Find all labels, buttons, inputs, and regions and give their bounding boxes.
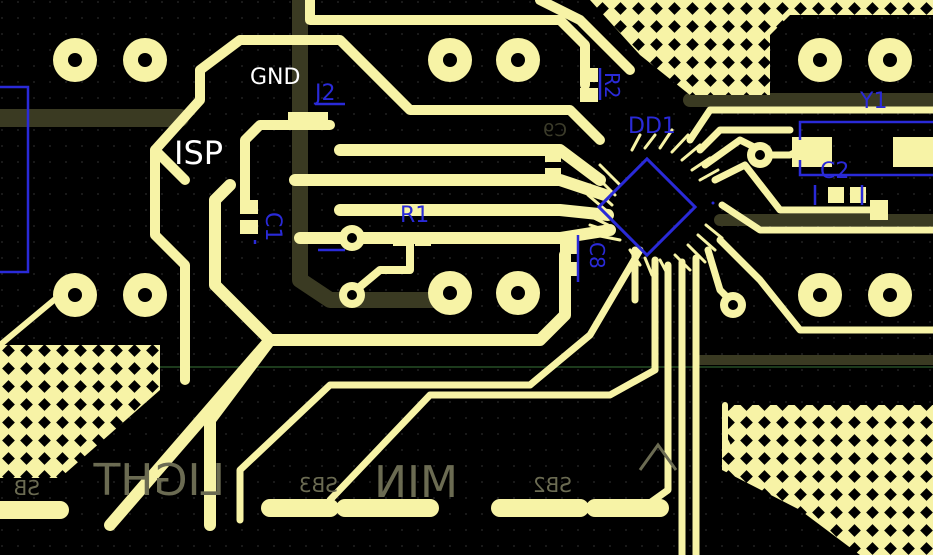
bottom-button-pads	[0, 499, 669, 519]
label-c8: C8	[585, 242, 609, 269]
label-y1: Y1	[859, 89, 887, 114]
label-r2: R2	[600, 72, 624, 99]
ic-pins	[586, 128, 724, 277]
silkscreen-outlines	[0, 68, 933, 282]
label-gnd: GND	[250, 65, 300, 90]
label-dd1: DD1	[628, 114, 676, 139]
label-light: LIGHT	[93, 455, 225, 506]
smd-pads	[240, 68, 933, 276]
label-r1: R1	[400, 203, 429, 228]
bottom-silkscreen: SB LIGHT SB3 MIN SB2	[14, 442, 678, 508]
label-c2: C2	[820, 159, 849, 184]
label-j2: J2	[313, 81, 336, 106]
bottom-copper	[0, 0, 933, 365]
vias	[339, 142, 773, 318]
top-silkscreen: GND ISP J2 R2 DD1 C9 Y1 C2 R1 C1 C8	[174, 65, 887, 269]
label-c1: C1	[260, 212, 285, 241]
label-sb3: SB3	[299, 473, 338, 497]
ic-dd1-outline	[596, 156, 715, 258]
through-hole-pads	[53, 38, 912, 317]
label-min: MIN	[374, 457, 458, 508]
label-isp: ISP	[174, 134, 223, 172]
label-sb-left: SB	[14, 476, 40, 500]
label-sb2: SB2	[533, 473, 572, 497]
label-c9: C9	[543, 120, 567, 141]
